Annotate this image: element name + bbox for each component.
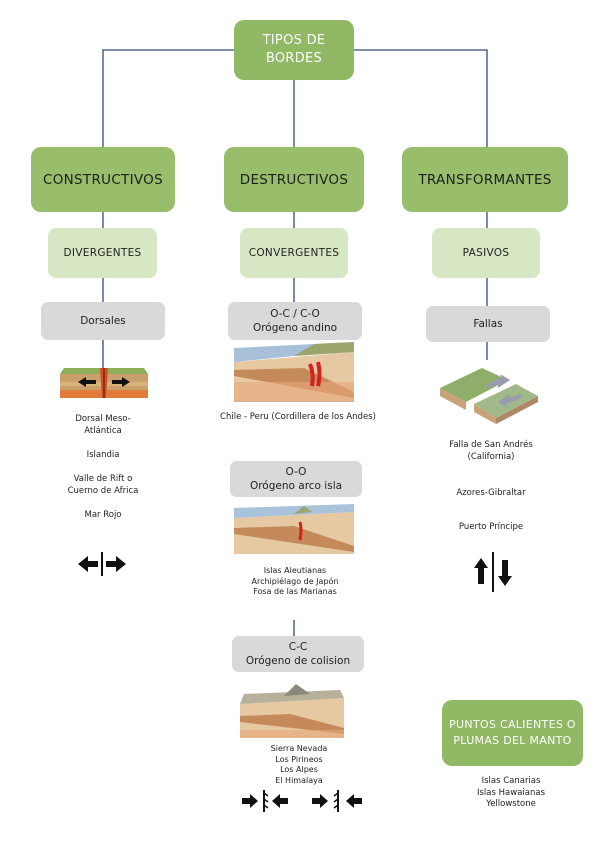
orogeno-andino-line2: Orógeno andino <box>252 322 338 334</box>
destructivos-title: DESTRUCTIVOS <box>239 171 349 188</box>
pasivos-label: PASIVOS <box>462 247 510 259</box>
example-mar-rojo: Mar Rojo <box>84 510 122 520</box>
example-puerto-principe: Puerto Príncipe <box>458 522 524 532</box>
andean-orogen-illustration <box>234 342 354 402</box>
examples-hotspots: Islas Canarias Islas Hawaianas Yellowsto… <box>477 776 545 809</box>
orogeno-colision-line2: Orógeno de colision <box>245 655 351 667</box>
orogeno-colision-box: C-C Orógeno de colision <box>232 636 364 672</box>
transform-arrows-icon <box>474 552 512 592</box>
orogeno-arco-isla-line2: Orógeno arco isla <box>249 480 343 492</box>
examples-collision: Sierra Nevada Los Pirineos Los Alpes El … <box>270 744 328 785</box>
transform-fault-illustration <box>440 368 538 424</box>
root-title-line2: BORDES <box>265 51 323 66</box>
examples-island-arc: Islas Aleutianas Archipiélago de Japón F… <box>251 566 339 596</box>
convergentes-box: CONVERGENTES <box>240 228 348 278</box>
hotspots-box: PUNTOS CALIENTES O PLUMAS DEL MANTO <box>442 700 583 766</box>
constructivos-box: CONSTRUCTIVOS <box>31 147 175 212</box>
orogeno-colision-line1: C-C <box>288 641 308 653</box>
example-chile-peru: Chile - Peru (Cordillera de los Andes) <box>220 412 376 422</box>
collision-illustration <box>240 684 344 738</box>
example-san-andres: Falla de San Andrés (California) <box>449 440 533 462</box>
collision-arrows-icon-2 <box>312 790 362 812</box>
divergent-arrows-icon <box>78 552 126 576</box>
root-title-line1: TIPOS DE <box>262 33 326 48</box>
orogeno-andino-line1: O-C / C-O <box>270 308 320 320</box>
example-valle-rift: Valle de Rift o Cuerno de Africa <box>67 474 139 496</box>
fallas-box: Fallas <box>426 306 550 342</box>
convergentes-label: CONVERGENTES <box>248 247 340 259</box>
constructivos-title: CONSTRUCTIVOS <box>43 171 163 188</box>
orogeno-andino-box: O-C / C-O Orógeno andino <box>228 302 362 340</box>
orogeno-arco-isla-line1: O-O <box>285 466 307 478</box>
orogeno-arco-isla-box: O-O Orógeno arco isla <box>230 461 362 497</box>
island-arc-illustration <box>234 504 354 554</box>
example-dorsal-atlantica: Dorsal Meso- Atlántica <box>75 414 131 436</box>
collision-arrows-icon <box>242 790 288 812</box>
example-azores: Azores-Gibraltar <box>456 488 526 498</box>
transformantes-box: TRANSFORMANTES <box>402 147 568 212</box>
hotspots-line1: PUNTOS CALIENTES O <box>449 718 576 731</box>
root-box: TIPOS DE BORDES <box>234 20 354 80</box>
hotspots-line2: PLUMAS DEL MANTO <box>453 734 572 747</box>
divergentes-label: DIVERGENTES <box>63 247 142 259</box>
divergentes-box: DIVERGENTES <box>48 228 157 278</box>
dorsal-illustration <box>60 368 148 398</box>
pasivos-box: PASIVOS <box>432 228 540 278</box>
destructivos-box: DESTRUCTIVOS <box>224 147 364 212</box>
fallas-label: Fallas <box>473 318 503 330</box>
dorsales-box: Dorsales <box>41 302 165 340</box>
example-islandia: Islandia <box>86 450 120 460</box>
dorsales-label: Dorsales <box>80 315 126 327</box>
transformantes-title: TRANSFORMANTES <box>418 171 552 188</box>
